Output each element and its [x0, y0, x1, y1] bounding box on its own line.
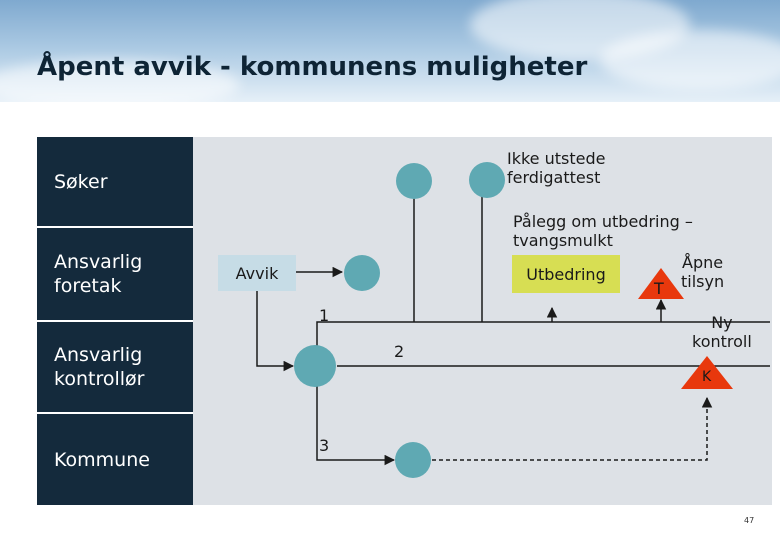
label-palegg: Pålegg om utbedring – tvangsmulkt [513, 212, 693, 250]
label-ny-kontroll: Ny kontroll [692, 313, 752, 351]
role-soker: Søker [37, 137, 193, 226]
marker-triangle-k [681, 356, 733, 389]
page-number: 47 [744, 516, 755, 525]
process-node-foretak [344, 255, 380, 291]
role-kommune: Kommune [37, 414, 193, 505]
utbedring-box: Utbedring [512, 255, 620, 293]
avvik-box: Avvik [218, 255, 296, 291]
step-label-3: 3 [319, 436, 330, 455]
marker-t-label: T [654, 279, 664, 298]
marker-k-label: K [702, 369, 712, 385]
process-node-kommune [395, 442, 431, 478]
process-node-kontrollor [294, 345, 336, 387]
role-divider [37, 412, 193, 414]
label-apne-tilsyn: Åpne tilsyn [681, 253, 725, 291]
step-label-2: 2 [394, 342, 405, 361]
flow-line-avvik-to-kontroll [256, 290, 295, 372]
page-title: Åpent avvik - kommunens muligheter [37, 52, 588, 82]
flow-line-3 [316, 385, 396, 466]
role-divider [37, 320, 193, 322]
role-ansvarlig-foretak: Ansvarlig foretak [37, 228, 193, 320]
marker-triangle-t [638, 268, 684, 299]
process-node-ferdigattest [469, 162, 505, 198]
dashed-line-ny-kontroll [432, 396, 713, 461]
header-banner: Åpent avvik - kommunens muligheter [0, 0, 780, 102]
role-divider [37, 226, 193, 228]
step-label-1: 1 [319, 306, 330, 325]
label-ikke-utstede: Ikke utstede ferdigattest [507, 149, 606, 187]
flow-line-1 [316, 321, 770, 348]
process-node-soker [396, 163, 432, 199]
flow-line-to-ferdigattest [470, 177, 483, 322]
role-ansvarlig-kontrollor: Ansvarlig kontrollør [37, 322, 193, 412]
